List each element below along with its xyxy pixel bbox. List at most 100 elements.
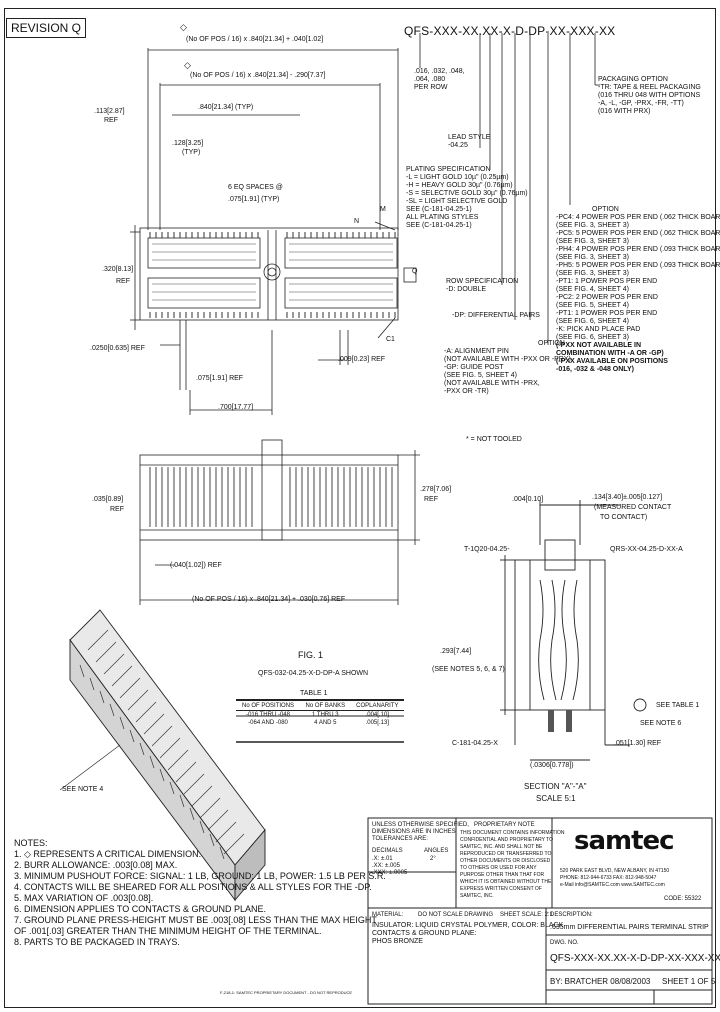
dim-051: .051[1.30] REF [614,740,662,747]
angles-label: ANGLES [424,848,449,854]
critical-dimension-icon: ◇ [184,60,191,70]
section-label-bottom: C-181-04.25-X [452,740,498,747]
dim-293: .293[7.44] [440,648,472,655]
ref-q: Q [412,268,418,275]
notes-block: NOTES: 1. ◇ REPRESENTS A CRITICAL DIMENS… [14,838,386,948]
note-item: 1. ◇ REPRESENTS A CRITICAL DIMENSION. [14,849,202,859]
dp-label: -DP: DIFFERENTIAL PAIRS [452,312,540,319]
dim-overall: (No OF POS / 16) x .840[21.34] + .040[1.… [186,36,324,43]
drawing-sheet [4,8,716,1008]
proprietary-text: THIS DOCUMENT CONTAINS INFORMATION CONFI… [460,830,565,899]
dim-040: (.040[1.02]) REF [170,562,222,569]
section-title: SECTION "A"-"A" [524,782,587,791]
dim-320-ref: REF [116,278,130,285]
table-cell: -016 THRU -048 [246,712,290,718]
note-item: 8. PARTS TO BE PACKAGED IN TRAYS. [14,937,180,947]
dim-035: .035[0.89] [92,496,124,503]
dim-134-note1: (MEASURED CONTACT [594,504,672,511]
drawn-by: BY: BRATCHER 08/08/2003 [550,977,651,986]
critical-dimension-icon: ◇ [180,22,187,32]
company-address: 520 PARK EAST BLVD, NEW ALBANY, IN 47150… [560,868,670,888]
angle-value: 2° [430,856,436,862]
dim-eq-spaces: 6 EQ SPACES @ [228,184,283,191]
dim-113-ref: REF [104,117,118,124]
note-item: 3. MINIMUM PUSHOUT FORCE: SIGNAL: 1 LB, … [14,871,386,881]
ref-n: N [354,218,360,225]
dim-0250: .0250[0.635] REF [90,345,145,352]
packaging-option: PACKAGING OPTION -TR: TAPE & REEL PACKAG… [598,76,701,115]
description-label: DESCRIPTION: [550,912,593,918]
note-item: 7. GROUND PLANE PRESS-HEIGHT MUST BE .00… [14,915,377,925]
ref-m: M [380,206,386,213]
section-label-top: T-1Q20-04.25- [464,546,510,553]
notes-title: NOTES: [14,838,48,848]
figure-subtitle: QFS-032-04.25-X-D-DP-A SHOWN [258,670,369,677]
note-item: OF .001[.03] GREATER THAN THE MINIMUM HE… [14,926,322,936]
table-row: -064 AND -080 4 AND 5 .005[.13] [236,719,404,727]
note-item: 2. BURR ALLOWANCE: .003[0.08] MAX. [14,860,178,870]
dim-035-ref: REF [110,506,124,513]
option-right: OPTION -PC4: 4 POWER POS PER END (.062 T… [556,206,720,373]
table-cell: 1 THRU 3 [312,712,339,718]
dim-700: .700[17.77] [218,404,254,411]
dim-075: .075[1.91] REF [196,375,244,382]
figure-title: FIG. 1 [298,650,324,660]
dim-134-note2: TO CONTACT) [600,514,648,521]
note-item: 5. MAX VARIATION OF .003[0.08]. [14,893,154,903]
note-item: 4. CONTACTS WILL BE SHEARED FOR ALL POSI… [14,882,372,892]
material-label: MATERIAL: [372,912,404,918]
section-scale: SCALE 5:1 [536,794,576,803]
dim-320: .320[8.13] [102,266,134,273]
table1-title: TABLE 1 [300,690,328,697]
dim-128: .128[3.25] [172,140,204,147]
see-table-label: SEE TABLE 1 [656,702,700,709]
revision-label: REVISION Q [6,18,87,38]
option-left: OPTION -A: ALIGNMENT PIN (NOT AVAILABLE … [444,340,571,395]
see-note-4: SEE NOTE 4 [62,786,104,793]
dwg-no-value: QFS-XXX-XX.XX-X-D-DP-XX-XXX-XX [550,953,720,964]
dim-004: .004[0.10] [512,496,544,503]
cage-code: CODE: 55322 [664,896,702,902]
table1: No OF POSITIONS No OF BANKS COPLANARITY … [236,702,404,727]
tolerance-values: .X: ±.01 .XX: ±.005 .XXX: ±.0005 [372,856,408,876]
samtec-logo: samtec [574,826,675,856]
positions-options: .016, .032, .048, .064, .080 PER ROW [414,68,465,91]
tolerance-block: UNLESS OTHERWISE SPECIFIED, DIMENSIONS A… [372,822,469,842]
dim-0306: (.0306[0.778]) [530,762,574,769]
dim-span: (No OF POS / 16) x .840[21.34] - .290[7.… [190,72,326,79]
decimals-label: DECIMALS [372,848,403,854]
plating-spec: PLATING SPECIFICATION -L = LIGHT GOLD 10… [406,166,528,229]
table-cell: -064 AND -080 [248,720,288,726]
ref-c1: C1 [386,336,395,343]
dim-278-ref: REF [424,496,438,503]
table1-header: No OF BANKS [300,702,351,711]
dim-eq-spaces-val: .075[1.91] (TYP) [228,196,280,203]
dim-009: .009[0.23] REF [338,356,386,363]
table-cell: .004[.10] [365,712,389,718]
see-note-6: SEE NOTE 6 [640,720,682,727]
dim-278: .278[7.06] [420,486,452,493]
table1-header: COPLANARITY [350,702,404,711]
dim-134: .134[3.40]±.005[0.127] [592,494,663,501]
lead-style: LEAD STYLE -04.25 [448,134,491,149]
dwg-no-label: DWG. NO. [550,940,579,946]
sheet-scale: SHEET SCALE: 2:1 [500,912,553,918]
material-text: INSULATOR: LIQUID CRYSTAL POLYMER, COLOR… [372,922,564,945]
table1-header-row: No OF POSITIONS No OF BANKS COPLANARITY [236,702,404,711]
part-number-code: QFS-XXX-XX.XX-X-D-DP-XX-XXX-XX [404,24,616,38]
table-cell: .005[.13] [365,720,389,726]
section-label-right: QRS-XX-04.25-D-XX-A [610,546,683,553]
dim-113: .113[2.87] [94,108,125,115]
proprietary-title: PROPRIETARY NOTE [474,822,535,828]
not-tooled-note: * = NOT TOOLED [466,436,522,443]
sheet-number: SHEET 1 OF 5 [662,977,716,986]
dim-128-typ: (TYP) [182,149,201,156]
note-item: 6. DIMENSION APPLIES TO CONTACTS & GROUN… [14,904,267,914]
bottom-note: F-218-1: SAMTEC PROPRIETARY DOCUMENT - D… [220,990,353,995]
description-value: .635mm DIFFERENTIAL PAIRS TERMINAL STRIP [550,924,709,931]
row-spec: ROW SPECIFICATION -D: DOUBLE [446,278,519,293]
dim-293-note: (SEE NOTES 5, 6, & 7) [432,666,505,673]
do-not-scale: DO NOT SCALE DRAWING [418,912,494,918]
dim-pitch: .840[21.34] (TYP) [198,104,254,111]
table1-header: No OF POSITIONS [236,702,301,711]
